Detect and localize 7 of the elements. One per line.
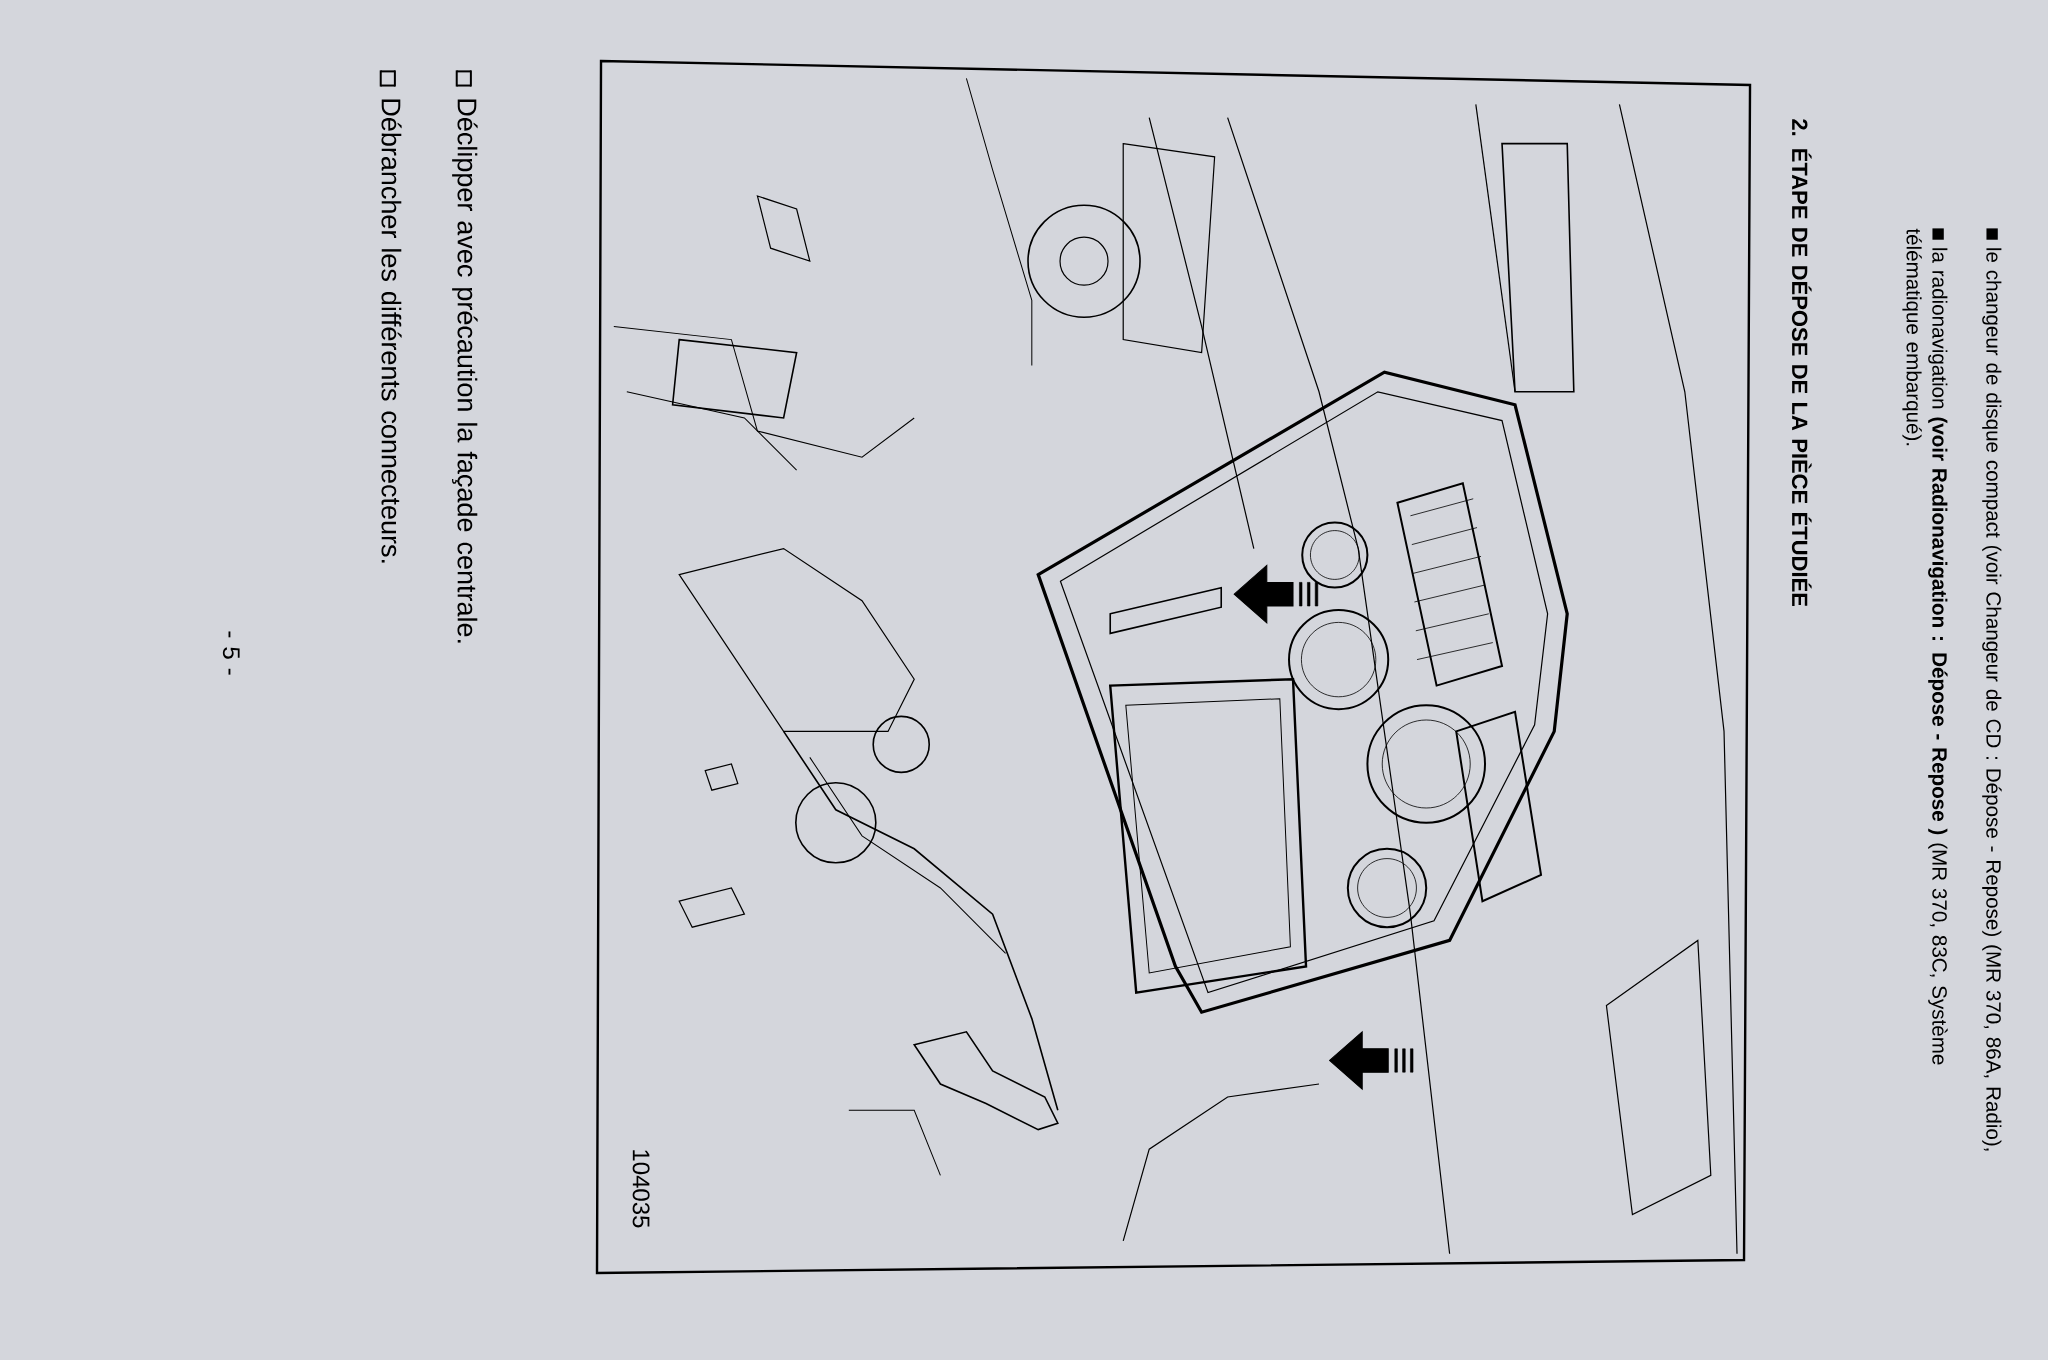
section-title: 2. ÉTAPE DE DÉPOSE DE LA PIÈCE ÉTUDIÉE	[1791, 119, 1812, 607]
bullet-text: le changeur de disque compact (voir Changeur de CD : Dépose - Repose) (MR 370, 86A, Radio),	[1982, 228, 2002, 1151]
page-number: - 5 -	[222, 631, 240, 675]
bullet-text: la radionavigation (voir Radionavigation : Dépose - Repose ) (MR 370, 83C, Système télématique embarqué).	[1902, 228, 1948, 1065]
checkbox-text: Débrancher les différents connecteurs.	[379, 69, 402, 563]
checkbox-text: Déclipper avec précaution la façade centrale.	[452, 69, 478, 643]
figure-number: 104035	[632, 1150, 650, 1228]
